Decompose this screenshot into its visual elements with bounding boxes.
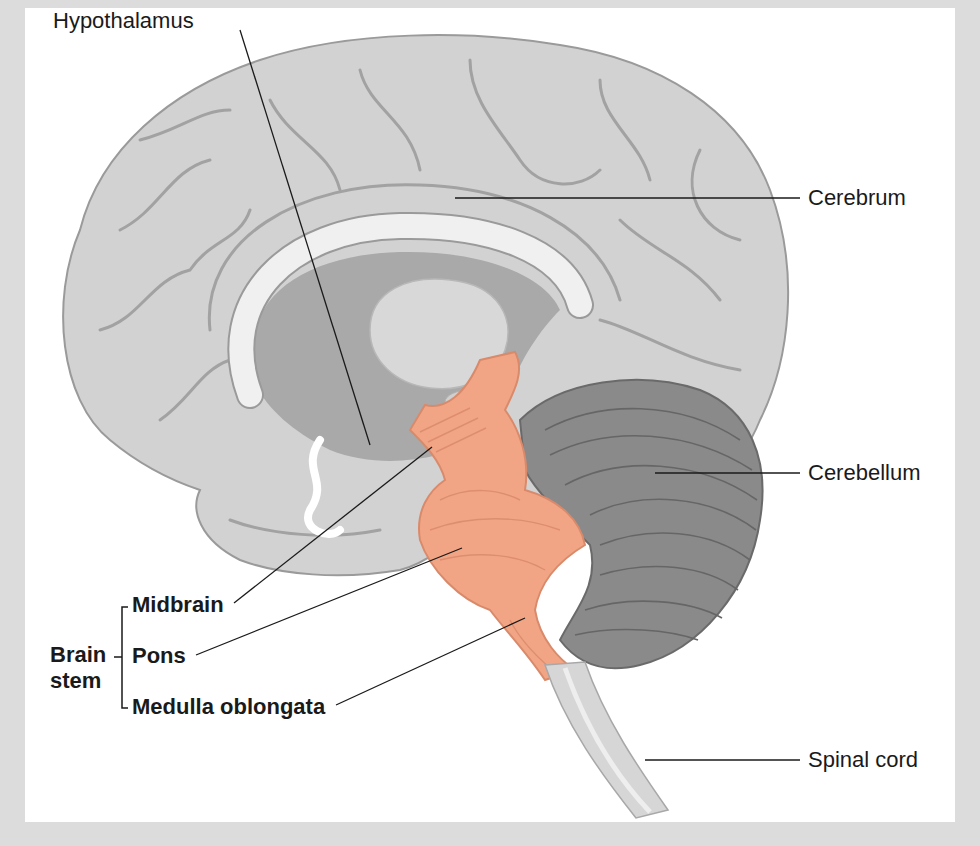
leader-lines [196, 30, 800, 760]
sulcus-line [100, 210, 250, 330]
peduncle-line [436, 428, 486, 452]
sulcus-line [160, 360, 230, 420]
sulcus-line [270, 100, 340, 190]
brainstem-striations [420, 408, 560, 668]
structure-label: Pons [132, 643, 186, 669]
sulcus-line [620, 220, 720, 300]
sulcus-line [600, 80, 650, 180]
pons-line [440, 555, 545, 570]
optic-chiasm [308, 440, 340, 534]
folia-line [600, 533, 750, 560]
corpus-callosum [241, 226, 580, 395]
folia-line [590, 499, 756, 530]
folia-line [550, 436, 752, 470]
medulla-line [510, 620, 550, 668]
peduncle-line [420, 408, 470, 432]
structure-label: Midbrain [132, 592, 224, 618]
bracket [114, 607, 128, 708]
sulcus-line [692, 150, 740, 240]
leader-line [655, 472, 800, 473]
leader-line [240, 30, 370, 445]
leader-line [645, 759, 800, 760]
sulcus-line [470, 60, 600, 184]
leader-line [455, 197, 800, 198]
white-panel [25, 8, 955, 822]
structure-label: Hypothalamus [53, 8, 194, 34]
structure-label: Cerebellum [808, 460, 921, 486]
sulcus-line [360, 70, 420, 170]
spinal-cord-shape [545, 662, 668, 818]
leader-line [234, 447, 432, 603]
corpus-callosum-outline [241, 226, 580, 395]
peduncle-line [428, 418, 478, 442]
leader-line [336, 618, 525, 705]
folia-line [585, 601, 722, 618]
folia-line [575, 630, 698, 640]
structure-label: Spinal cord [808, 747, 918, 773]
pons-line [430, 519, 560, 530]
structure-label: Cerebrum [808, 185, 906, 211]
structure-label: Medulla oblongata [132, 694, 325, 720]
group-label: Brain stem [50, 642, 112, 694]
sulcus-line [140, 110, 230, 140]
sulcus-line [600, 320, 740, 370]
spinal-cord-highlight [565, 668, 650, 812]
folia-line [600, 567, 738, 590]
folia-line [565, 466, 757, 500]
sulcus-line [120, 160, 210, 230]
leader-line [196, 548, 462, 655]
pons-line [440, 491, 520, 500]
